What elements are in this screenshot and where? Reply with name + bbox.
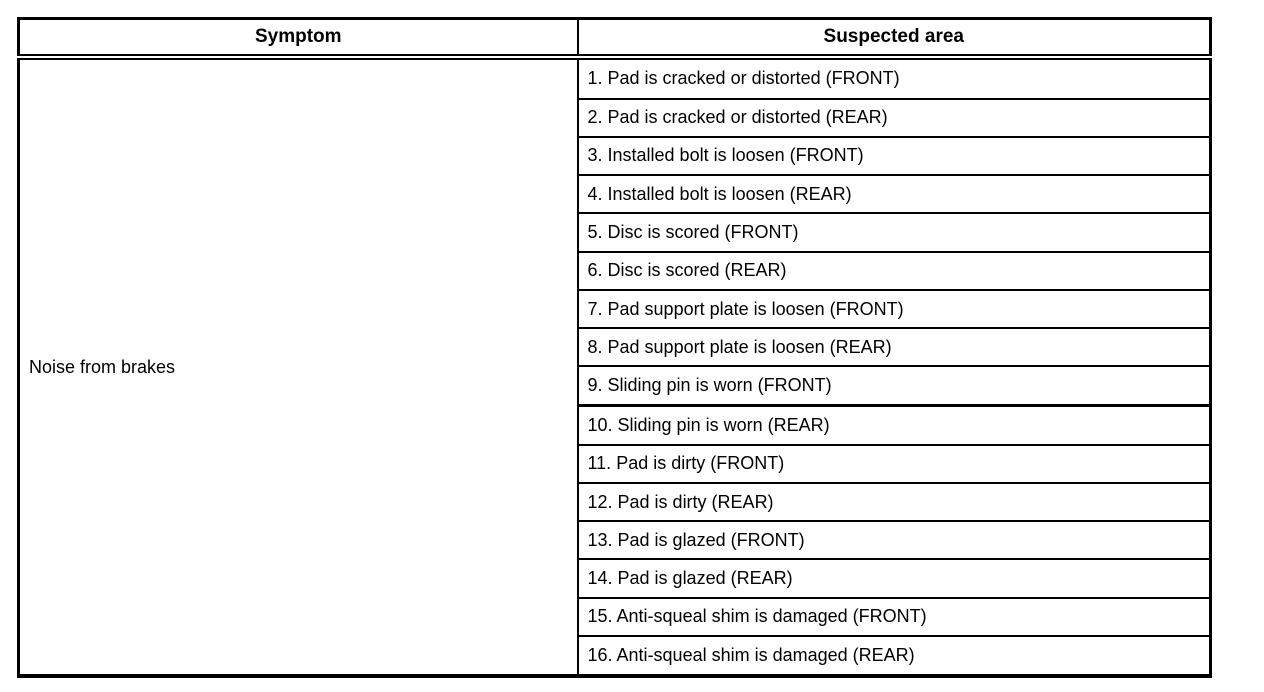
suspected-area-cell: 2. Pad is cracked or distorted (REAR) xyxy=(576,97,1212,138)
suspected-area-cell: 14. Pad is glazed (REAR) xyxy=(576,558,1212,599)
table-row: 11. Pad is dirty (FRONT) xyxy=(19,443,1212,484)
symptom-cell: Noise from brakes xyxy=(17,56,579,677)
table-row: 2. Pad is cracked or distorted (REAR) xyxy=(19,97,1212,138)
suspected-area-cell: 8. Pad support plate is loosen (REAR) xyxy=(576,327,1212,368)
table-row: 12. Pad is dirty (REAR) xyxy=(19,481,1212,523)
table-row: 10. Sliding pin is worn (REAR) xyxy=(19,404,1212,446)
table-row: 9. Sliding pin is worn (FRONT) xyxy=(19,365,1212,407)
table-row: 6. Disc is scored (REAR) xyxy=(19,250,1212,291)
suspected-area-cell: 10. Sliding pin is worn (REAR) xyxy=(576,404,1212,446)
table-row: 15. Anti-squeal shim is damaged (FRONT) xyxy=(19,596,1212,637)
table-row: Noise from brakes 1. Pad is cracked or d… xyxy=(17,56,1212,677)
symptom-column-header: Symptom xyxy=(17,17,579,60)
suspected-area-cell: 3. Installed bolt is loosen (FRONT) xyxy=(576,135,1212,177)
suspected-area-cell: 15. Anti-squeal shim is damaged (FRONT) xyxy=(576,596,1212,637)
table-row: 14. Pad is glazed (REAR) xyxy=(19,558,1212,599)
table-row: 13. Pad is glazed (FRONT) xyxy=(19,520,1212,561)
table-row: 3. Installed bolt is loosen (FRONT) xyxy=(19,135,1212,177)
suspected-area-cell: 16. Anti-squeal shim is damaged (REAR) xyxy=(576,634,1212,678)
suspected-area-cell: 6. Disc is scored (REAR) xyxy=(576,250,1212,291)
suspected-area-cell: 11. Pad is dirty (FRONT) xyxy=(576,443,1212,484)
suspected-area-cell: 13. Pad is glazed (FRONT) xyxy=(576,520,1212,561)
table-row: 16. Anti-squeal shim is damaged (REAR) xyxy=(19,634,1212,678)
suspected-area-cell: 5. Disc is scored (FRONT) xyxy=(576,212,1212,253)
suspected-area-cell: 7. Pad support plate is loosen (FRONT) xyxy=(576,288,1212,330)
suspected-area-cell: 12. Pad is dirty (REAR) xyxy=(576,481,1212,523)
brake-noise-troubleshooting-table: Symptom Suspected area Noise from brakes… xyxy=(17,17,1212,678)
suspected-area-cell: 1. Pad is cracked or distorted (FRONT) xyxy=(576,56,1212,100)
suspected-area-cell: 4. Installed bolt is loosen (REAR) xyxy=(576,174,1212,215)
table-row: 5. Disc is scored (FRONT) xyxy=(19,212,1212,253)
table-row: 8. Pad support plate is loosen (REAR) xyxy=(19,327,1212,368)
table-row: 7. Pad support plate is loosen (FRONT) xyxy=(19,288,1212,330)
suspected-area-column-header: Suspected area xyxy=(576,17,1212,60)
header-row: Symptom Suspected area xyxy=(17,17,1212,60)
table-row: 4. Installed bolt is loosen (REAR) xyxy=(19,174,1212,215)
suspected-area-cell: 9. Sliding pin is worn (FRONT) xyxy=(576,365,1212,407)
